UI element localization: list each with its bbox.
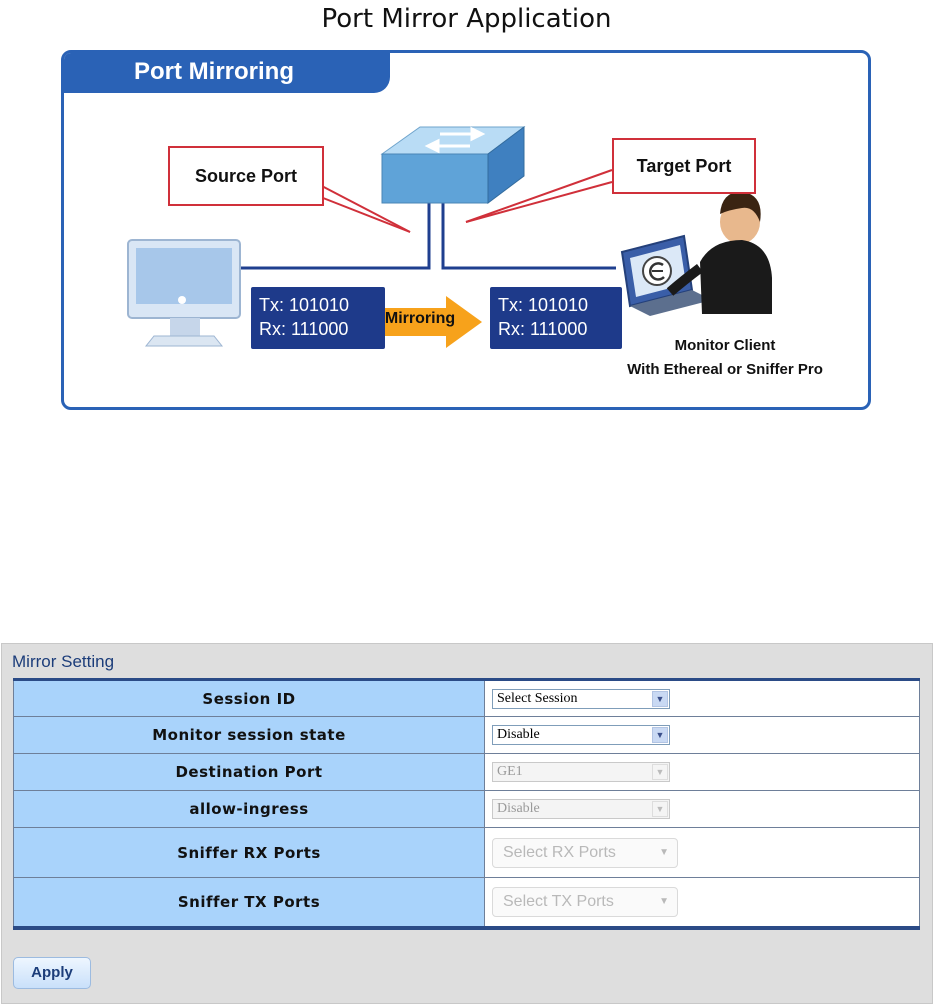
sniffer-tx-label: Sniffer TX Ports (13, 877, 485, 928)
target-port-callout: Target Port (612, 138, 756, 194)
monitor-state-select[interactable]: Disable ▼ (492, 725, 670, 745)
apply-button[interactable]: Apply (13, 957, 91, 989)
session-id-label: Session ID (13, 679, 485, 717)
rx-value: Rx: 111000 (498, 319, 588, 339)
row-sniffer-tx: Sniffer TX Ports Select TX Ports ▼ (13, 877, 920, 928)
session-id-value: Select Session (497, 690, 578, 706)
row-sniffer-rx: Sniffer RX Ports Select RX Ports ▼ (13, 827, 920, 878)
source-port-callout: Source Port (168, 146, 324, 206)
allow-ingress-value: Disable (497, 801, 540, 816)
session-id-select[interactable]: Select Session ▼ (492, 688, 670, 709)
destination-port-select: GE1 ▼ (492, 762, 670, 782)
sniffer-tx-multiselect: Select TX Ports ▼ (492, 886, 678, 917)
frame-tab: Port Mirroring (64, 53, 390, 93)
frame-tab-label: Port Mirroring (134, 58, 294, 85)
chevron-down-icon[interactable]: ▼ (652, 690, 668, 707)
rx-value: Rx: 111000 (259, 319, 349, 339)
sniffer-rx-placeholder: Select RX Ports (503, 843, 616, 861)
mirrored-traffic-box: Tx: 101010 Rx: 111000 (490, 287, 622, 349)
callout-pointers (317, 169, 613, 233)
panel-title: Mirror Setting (12, 652, 115, 671)
row-destination-port: Destination Port GE1 ▼ (13, 753, 920, 791)
sniffer-tx-placeholder: Select TX Ports (503, 892, 614, 910)
monitor-caption-line1: Monitor Client (674, 337, 776, 354)
caret-down-icon: ▼ (659, 895, 669, 907)
caret-down-icon: ▼ (659, 846, 669, 858)
monitor-state-value: Disable (497, 727, 540, 742)
tx-value: Tx: 101010 (259, 295, 350, 315)
switch-icon (380, 126, 526, 204)
destination-port-label: Destination Port (13, 753, 485, 791)
computer-icon (127, 239, 241, 347)
mirroring-label: Mirroring (384, 310, 456, 327)
allow-ingress-select: Disable ▼ (492, 799, 670, 819)
source-traffic-box: Tx: 101010 Rx: 111000 (251, 287, 385, 349)
monitor-client-icon (620, 191, 772, 316)
mirror-setting-table: Session ID Select Session ▼ Monitor sess… (13, 678, 920, 930)
chevron-down-icon: ▼ (652, 764, 668, 780)
row-allow-ingress: allow-ingress Disable ▼ (13, 790, 920, 828)
chevron-down-icon[interactable]: ▼ (652, 727, 668, 743)
mirror-setting-panel: Mirror Setting Session ID Select Session… (1, 643, 933, 1004)
monitor-state-label: Monitor session state (13, 716, 485, 754)
tx-value: Tx: 101010 (498, 295, 589, 315)
row-session-id: Session ID Select Session ▼ (13, 679, 920, 717)
mirroring-arrow (372, 296, 482, 348)
network-cables (240, 200, 616, 270)
chevron-down-icon: ▼ (652, 801, 668, 817)
monitor-caption-line2: With Ethereal or Sniffer Pro (627, 361, 823, 378)
destination-port-value: GE1 (497, 764, 523, 779)
figure-title: Port Mirror Application (321, 4, 612, 34)
diagram-graphics (127, 126, 772, 348)
sniffer-rx-multiselect: Select RX Ports ▼ (492, 837, 678, 868)
allow-ingress-label: allow-ingress (13, 790, 485, 828)
row-monitor-state: Monitor session state Disable ▼ (13, 716, 920, 754)
sniffer-rx-label: Sniffer RX Ports (13, 827, 485, 878)
